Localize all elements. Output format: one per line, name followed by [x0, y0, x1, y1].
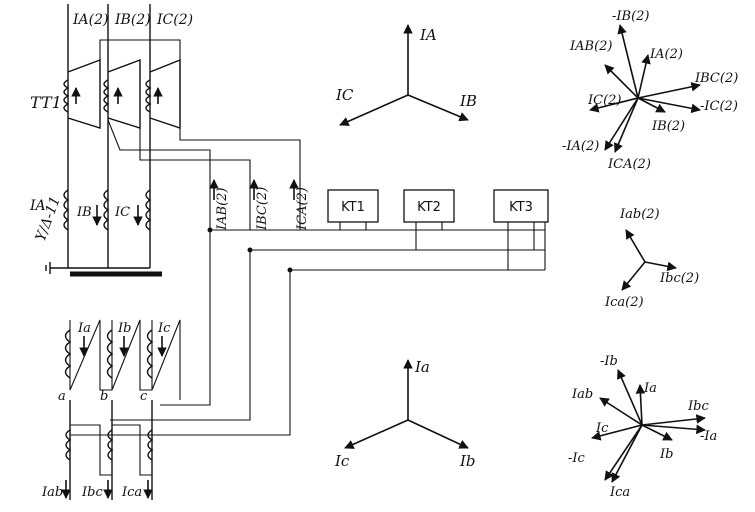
- pur-label-7: -IA(2): [562, 139, 599, 154]
- plr-label-0: -Ib: [600, 354, 618, 369]
- tt1-coils: [63, 58, 181, 129]
- phasor-upper: IA IC IB: [335, 24, 477, 126]
- plr-label-7: Ib: [659, 447, 673, 462]
- plr-label-1: Iab: [571, 387, 593, 402]
- differential-wiring: IAB(2) IBC(2) ICA(2): [70, 39, 545, 436]
- pur-label-6: IB(2): [651, 119, 685, 134]
- relay-kt1-label: KT1: [341, 200, 365, 215]
- label-IBC2: IBC(2): [255, 187, 270, 231]
- phasor-upper-right: -IB(2) IAB(2) IA(2) IBC(2) -IC(2) IC(2) …: [562, 9, 738, 172]
- label-TT1: TT1: [30, 93, 62, 112]
- phasor-lower-right: -Ib Iab Ia Ibc Ic -Ia -Ic Ib Ica: [568, 354, 717, 500]
- pur-label-4: -IC(2): [700, 99, 738, 114]
- phasor-lower-up-label: Ia: [414, 358, 430, 376]
- relay-kt2: [403, 189, 455, 223]
- label-Ic: Ic: [157, 321, 171, 336]
- label-ICA2: ICA(2): [295, 187, 310, 231]
- pur-label-3: IBC(2): [694, 71, 738, 86]
- label-IC2: IC(2): [156, 12, 193, 28]
- relay-kt1: [327, 189, 379, 223]
- phasor-upper-up-label: IA: [419, 26, 437, 44]
- power-transformer-windings: IA IB IC: [29, 189, 152, 231]
- phasor-lower: Ia Ic Ib: [334, 358, 476, 470]
- pmr-label-1: Ibc(2): [659, 271, 699, 286]
- pur-label-2: IA(2): [649, 47, 683, 62]
- pmr-label-2: Ica(2): [604, 295, 644, 310]
- plr-label-8: Ica: [609, 485, 630, 500]
- label-Ibc: Ibc: [81, 485, 103, 500]
- pur-label-8: ICA(2): [607, 157, 651, 172]
- plr-label-6: -Ic: [568, 451, 586, 466]
- phasor-middle-right: Iab(2) Ibc(2) Ica(2): [604, 207, 699, 310]
- primary-bus-lines: [45, 4, 162, 277]
- lower-ct-coils: Iab Ibc Ica: [41, 400, 154, 500]
- pur-label-1: IAB(2): [569, 39, 613, 54]
- relay-kt2-label: KT2: [417, 200, 441, 215]
- terminal-a: a: [58, 389, 66, 404]
- relay-kt3-label: KT3: [509, 200, 533, 215]
- plr-label-3: Ibc: [687, 399, 709, 414]
- plr-label-5: -Ia: [700, 429, 717, 444]
- terminal-b: b: [100, 389, 108, 404]
- pur-label-0: -IB(2): [612, 9, 650, 24]
- plr-label-2: Ia: [643, 381, 657, 396]
- label-Iab: Iab: [41, 485, 63, 500]
- pur-label-5: IC(2): [587, 93, 622, 108]
- relay-kt3: [493, 189, 549, 223]
- label-IAB2: IAB(2): [215, 188, 230, 232]
- label-winding-C: IC: [114, 205, 130, 220]
- phasor-upper-left-label: IC: [335, 86, 354, 104]
- phasor-lower-right-label: Ib: [459, 452, 476, 470]
- label-Ia: Ia: [77, 321, 91, 336]
- plr-label-4: Ic: [595, 421, 609, 436]
- label-winding-A: IA: [29, 198, 46, 214]
- terminal-c: c: [140, 389, 148, 404]
- label-Ib: Ib: [117, 321, 131, 336]
- label-IA2: IA(2): [72, 12, 108, 28]
- label-winding-B: IB: [76, 205, 92, 220]
- phasor-upper-right-label: IB: [459, 92, 477, 110]
- relay-boxes: KT1 KT2 KT3: [327, 189, 549, 270]
- label-Ica: Ica: [121, 485, 142, 500]
- label-IB2: IB(2): [114, 12, 151, 28]
- phasor-lower-left-label: Ic: [334, 452, 350, 470]
- pmr-label-0: Iab(2): [619, 207, 660, 222]
- secondary-windings: Ia Ib Ic a b c: [58, 319, 181, 404]
